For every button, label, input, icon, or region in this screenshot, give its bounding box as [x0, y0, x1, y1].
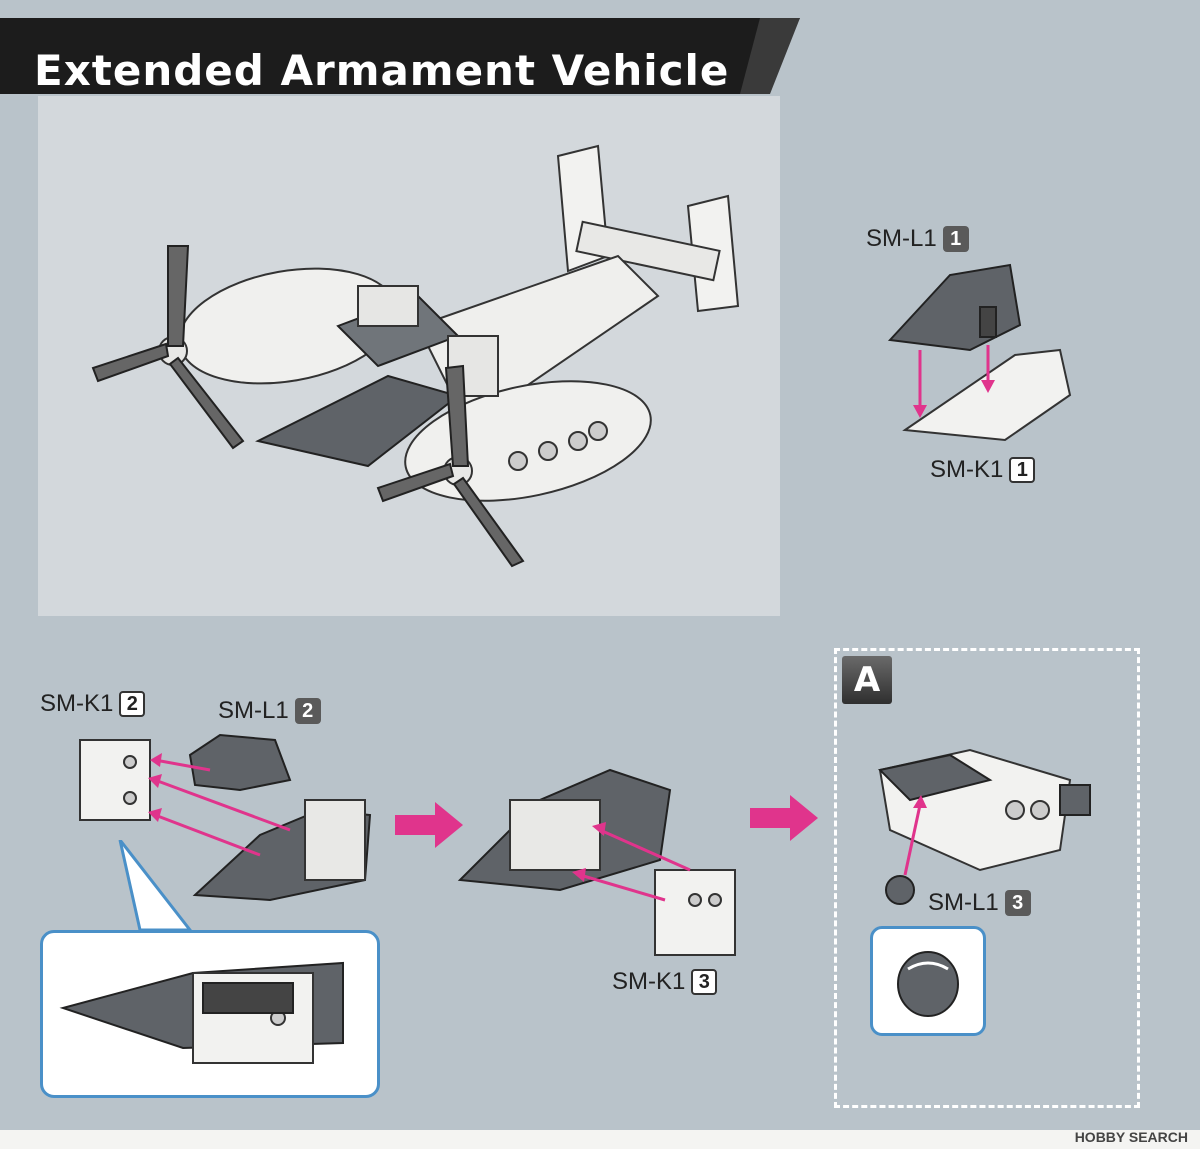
title-banner-shape [0, 18, 800, 94]
title-banner: Extended Armament Vehicle [0, 18, 800, 95]
detail-inset [40, 930, 380, 1098]
label-sm-k1-1: SM-K1 1 [930, 456, 1036, 484]
detail-illustration [59, 961, 344, 1064]
step3-illustration [457, 768, 736, 956]
part-number: 1 [1009, 457, 1036, 483]
step2-illustration [79, 733, 372, 902]
label-sm-l1-3: SM-L1 3 [928, 889, 1031, 917]
hero-panel [38, 96, 780, 616]
watermark-logo: HOBBY SEARCH [1074, 1129, 1188, 1145]
part-number: 3 [1004, 890, 1031, 916]
subassembly-a-frame [834, 648, 1140, 1108]
page-title: Extended Armament Vehicle [34, 46, 730, 95]
part-code: SM-K1 [40, 690, 114, 717]
label-sm-k1-3: SM-K1 3 [612, 968, 718, 996]
part-number: 2 [119, 691, 146, 717]
detail-callout-pointer [118, 840, 194, 932]
part-code: SM-L1 [928, 889, 999, 916]
label-sm-l1-1: SM-L1 1 [866, 225, 969, 253]
part-number: 2 [294, 698, 321, 724]
subassembly-marker-a: A [842, 656, 892, 704]
flow-arrow-2 [750, 795, 818, 841]
label-sm-k1-2: SM-K1 2 [40, 690, 146, 718]
flow-arrow-1 [395, 802, 463, 848]
part-code: SM-L1 [866, 225, 937, 252]
part-code: SM-K1 [930, 456, 1004, 483]
label-sm-l1-2: SM-L1 2 [218, 697, 321, 725]
vehicle-illustration [91, 144, 740, 568]
cap-illustration [897, 951, 959, 1017]
part-number: 1 [942, 226, 969, 252]
cap-detail-inset [870, 926, 986, 1036]
step4-illustration [877, 748, 1091, 905]
part-code: SM-L1 [218, 697, 289, 724]
step1-illustration [887, 263, 1072, 442]
part-number: 3 [691, 969, 718, 995]
part-code: SM-K1 [612, 968, 686, 995]
